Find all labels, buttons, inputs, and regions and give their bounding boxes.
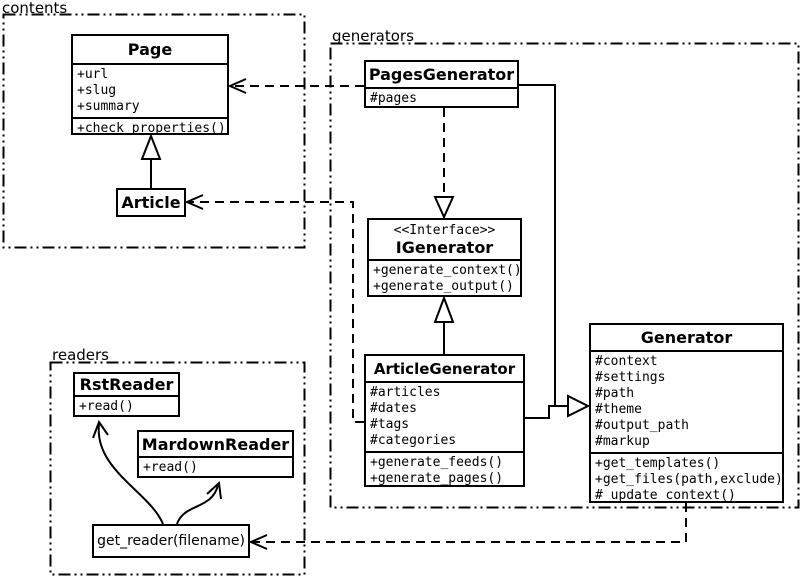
attribute: #categories xyxy=(370,433,457,448)
dependency-pagesgenerator-page xyxy=(227,78,364,94)
class-igenerator-title: <<Interface>> IGenerator xyxy=(369,220,520,261)
package-border-readers xyxy=(49,361,306,576)
attribute: #settings xyxy=(595,370,666,385)
method: +generate_output() xyxy=(373,279,514,294)
method: +generate_context() xyxy=(373,263,522,278)
attribute: #output_path xyxy=(595,418,689,433)
attribute: +summary xyxy=(77,99,140,114)
dependency-articlegenerator-article xyxy=(184,194,364,423)
method: +read() xyxy=(79,399,134,414)
method: +generate_pages() xyxy=(370,471,504,486)
method: +get_files(path,exclude) xyxy=(595,472,783,487)
attribute: #tags xyxy=(370,417,410,432)
generalization-generators-generator xyxy=(519,84,591,419)
class-pagesgenerator: PagesGenerator #pages xyxy=(364,60,519,108)
class-articlegenerator: ArticleGenerator #articles #dates #tags … xyxy=(364,354,525,487)
package-border-contents xyxy=(2,13,306,249)
method: +read() xyxy=(143,460,198,475)
generalization-articlegenerator-igenerator xyxy=(433,295,455,354)
package-border-generators xyxy=(329,42,800,509)
arrow-getreader-markdownreader xyxy=(176,480,222,525)
class-rstreader: RstReader +read() xyxy=(73,372,180,417)
arrow-getreader-rstreader xyxy=(92,419,164,525)
attribute: +url xyxy=(77,67,109,82)
class-markdownreader-title: MardownReader xyxy=(139,432,292,458)
attribute: #markup xyxy=(595,434,650,449)
package-label-readers: readers xyxy=(52,346,109,364)
attribute: #articles xyxy=(370,385,441,400)
package-label-contents: contents xyxy=(2,0,68,17)
class-pagesgenerator-title: PagesGenerator xyxy=(366,62,517,89)
class-generator-title: Generator xyxy=(591,325,782,352)
attribute: #context xyxy=(595,354,658,369)
class-page-attributes: +url +slug +summary xyxy=(73,65,227,119)
attribute: +slug xyxy=(77,83,117,98)
class-page-methods: +check_properties() xyxy=(73,119,227,139)
class-generator-methods: +get_templates() +get_files(path,exclude… xyxy=(591,454,783,506)
attribute: #path xyxy=(595,386,635,401)
method: +generate_feeds() xyxy=(370,455,504,470)
class-rstreader-title: RstReader xyxy=(75,374,178,397)
generalization-article-page xyxy=(140,133,162,188)
dependency-generator-getreader xyxy=(248,503,687,550)
get-reader-label: get_reader(filename) xyxy=(97,533,245,549)
class-articlegenerator-methods: +generate_feeds() +generate_pages() xyxy=(366,453,523,489)
class-generator-attributes: #context #settings #path #theme #output_… xyxy=(591,352,782,454)
class-pagesgenerator-attributes: #pages xyxy=(366,89,517,109)
class-page: Page +url +slug +summary +check_properti… xyxy=(71,34,229,136)
method: +check_properties() xyxy=(77,121,226,136)
method: +get_templates() xyxy=(595,456,721,471)
class-rstreader-methods: +read() xyxy=(75,397,178,417)
class-articlegenerator-attributes: #articles #dates #tags #categories xyxy=(366,383,523,453)
class-article-title: Article xyxy=(121,193,181,212)
function-box-get-reader: get_reader(filename) xyxy=(92,524,250,558)
package-label-generators: generators xyxy=(332,27,414,45)
class-article: Article xyxy=(116,188,186,217)
class-igenerator-name: IGenerator xyxy=(395,237,494,257)
class-generator: Generator #context #settings #path #them… xyxy=(589,323,784,503)
class-igenerator-stereotype: <<Interface>> xyxy=(393,222,496,238)
class-igenerator-methods: +generate_context() +generate_output() xyxy=(369,261,522,297)
realization-pagesgenerator-igenerator xyxy=(433,108,455,220)
class-markdownreader-methods: +read() xyxy=(139,458,292,478)
attribute: #dates xyxy=(370,401,417,416)
class-articlegenerator-title: ArticleGenerator xyxy=(366,356,523,383)
attribute: #pages xyxy=(370,91,417,106)
class-igenerator: <<Interface>> IGenerator +generate_conte… xyxy=(367,218,522,297)
attribute: #theme xyxy=(595,402,642,417)
class-page-title: Page xyxy=(73,36,227,65)
class-markdownreader: MardownReader +read() xyxy=(137,430,294,478)
method: #_update_context() xyxy=(595,488,736,503)
